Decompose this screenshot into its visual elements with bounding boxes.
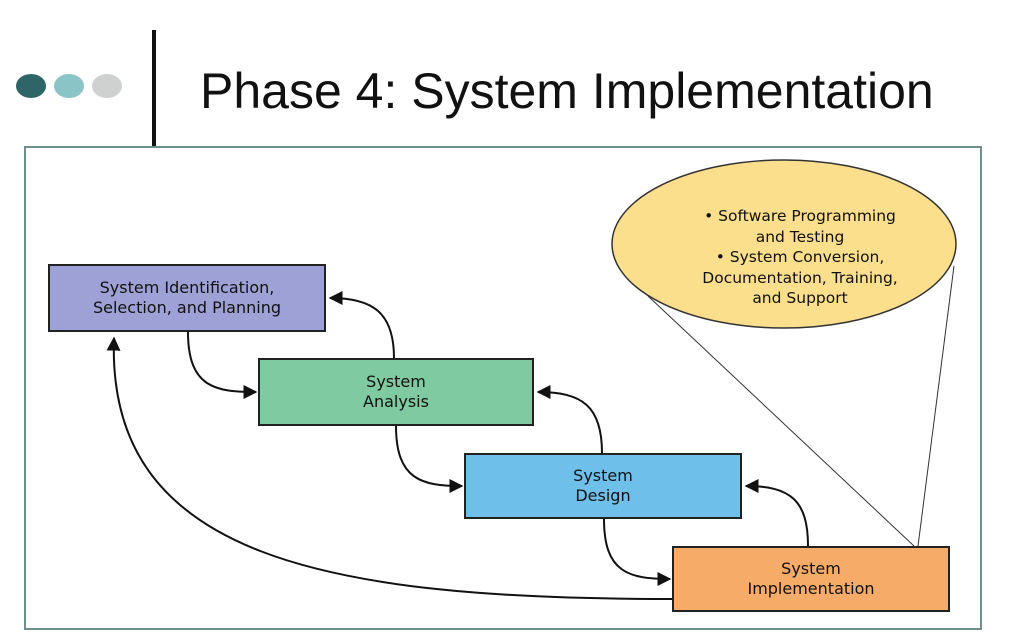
callout-line: • System Conversion, [715,248,885,266]
box-label-line: Design [575,486,631,505]
callout-line: and Support [752,289,848,307]
callout-pointer-right [917,265,955,547]
callout-pointer-left [647,295,915,547]
box-system-identification-planning: System Identification, Selection, and Pl… [48,264,326,332]
arrow-design-to-implementation [603,518,672,586]
box-label-line: System Identification, [99,278,275,297]
callout-line: Documentation, Training, [702,268,898,287]
dot-mid [54,74,84,98]
arrow-implementation-to-planning [106,336,673,600]
slide-title: Phase 4: System Implementation [200,63,934,119]
dot-dark [16,74,46,98]
sdlc-diagram: System Identification, Selection, and Pl… [24,146,982,630]
box-system-analysis: System Analysis [258,358,534,426]
callout-line: and Testing [755,227,845,246]
arrow-design-to-analysis [536,385,603,454]
box-system-design: System Design [464,453,742,519]
arrow-implementation-to-design [744,479,809,547]
box-label-line: System [573,466,633,485]
callout-bubble [611,159,957,329]
arrow-analysis-to-planning [328,291,395,359]
box-label-line: System [366,372,426,391]
title-divider [152,30,156,146]
diagram-graphics [106,159,957,600]
arrow-analysis-to-design [395,425,464,493]
box-label-line: Analysis [363,392,429,411]
box-label-line: Implementation [747,579,875,598]
box-label-line: System [781,559,841,578]
dot-light [92,74,122,98]
arrow-planning-to-analysis [187,331,258,399]
box-label-line: Selection, and Planning [92,298,281,317]
box-system-implementation: System Implementation [672,546,950,612]
bullet-dots [16,74,122,98]
callout-text: • Software Programming and Testing • Sys… [640,206,960,309]
callout-line: • Software Programming [704,207,896,225]
